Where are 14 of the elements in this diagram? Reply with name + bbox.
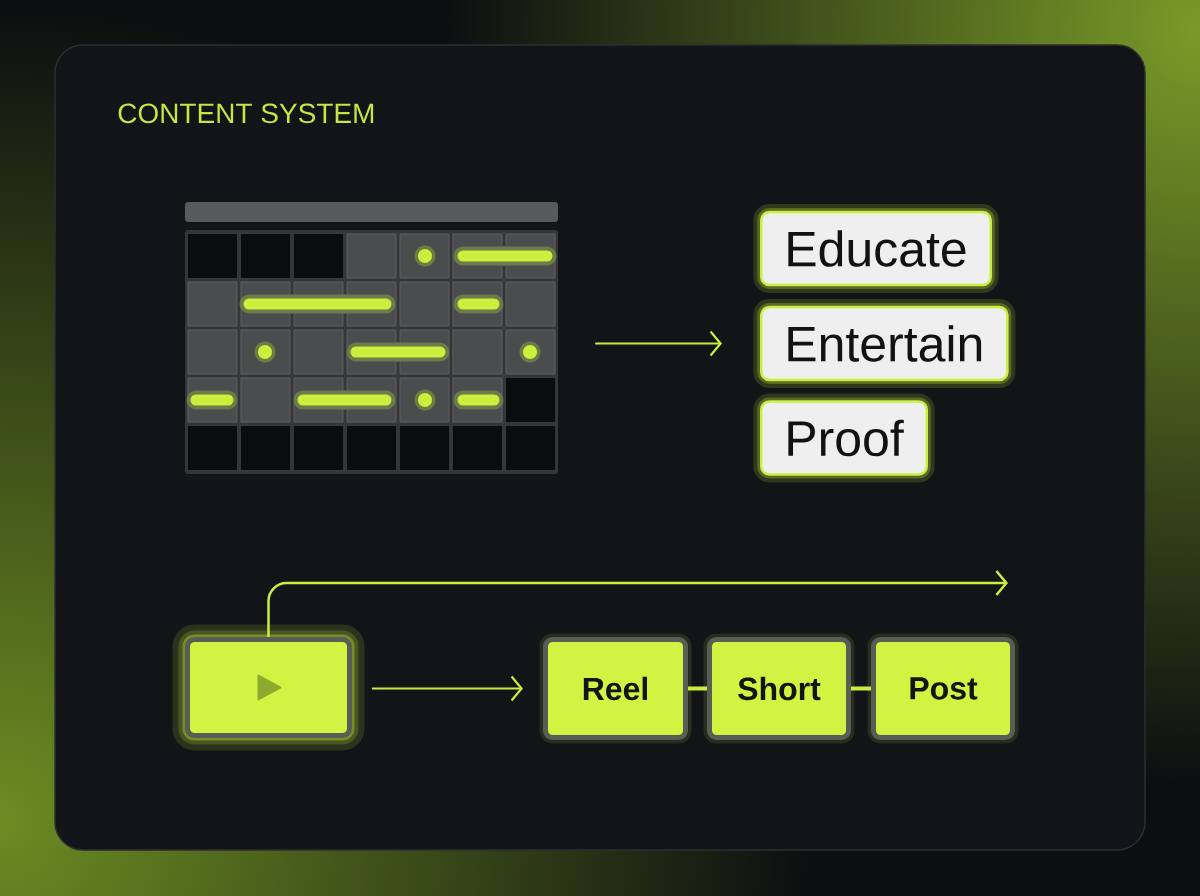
arrow: [372, 675, 523, 702]
format-box: Post: [867, 633, 1019, 744]
title: CONTENT SYSTEM: [118, 103, 374, 124]
label-pill: Proof: [753, 393, 935, 483]
label-pill: Educate: [753, 204, 999, 293]
connector-line: [851, 686, 871, 691]
label-pill: Entertain: [753, 299, 1016, 388]
connector-line: [688, 686, 707, 691]
calendar-grid: [185, 202, 558, 474]
format-box: Reel: [539, 633, 692, 744]
arrow: [595, 330, 722, 357]
video-box: [172, 624, 365, 751]
arrow: [267, 570, 1008, 637]
format-box: Short: [703, 633, 855, 744]
